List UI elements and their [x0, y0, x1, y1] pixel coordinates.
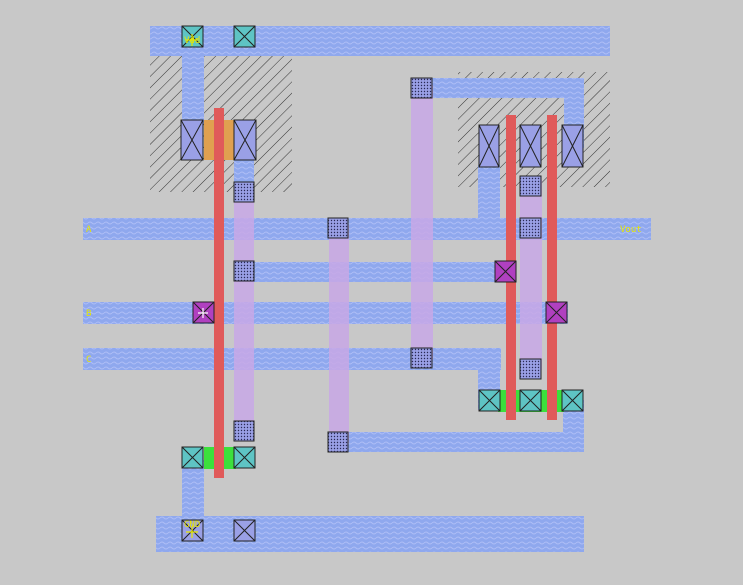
poly-contacts [192, 260, 568, 324]
via-icon[interactable] [233, 420, 255, 442]
contact-icon[interactable] [233, 519, 256, 542]
contacts [180, 25, 584, 542]
contact-icon[interactable] [561, 389, 584, 412]
poly-contact-icon[interactable] [494, 260, 517, 283]
label-net-a: A [86, 225, 92, 235]
internal-wire-bottom[interactable] [330, 432, 584, 452]
net-labels: A B C Vout Vdd GND [86, 36, 642, 530]
contact-icon[interactable] [519, 389, 542, 412]
via-icon[interactable] [519, 358, 542, 380]
vias [233, 77, 542, 453]
gnd-rail[interactable] [156, 516, 584, 552]
vdd-rail[interactable] [150, 26, 610, 56]
contact-icon[interactable] [561, 124, 584, 168]
vdd-drop-left[interactable] [182, 40, 204, 124]
pin-markers [186, 34, 208, 538]
contact-icon[interactable] [478, 389, 501, 412]
contact-icon[interactable] [180, 119, 204, 161]
via-icon[interactable] [410, 77, 433, 99]
pin-cross-icon [186, 526, 198, 538]
via-icon[interactable] [327, 217, 349, 239]
poly-gate-left[interactable] [214, 108, 224, 478]
label-net-b: B [86, 309, 91, 319]
contact-icon[interactable] [181, 446, 204, 469]
top-right-wire[interactable] [412, 78, 584, 98]
label-vdd: Vdd [184, 36, 200, 46]
via-icon[interactable] [233, 260, 255, 282]
label-gnd: GND [184, 520, 200, 530]
right-nmos-out[interactable] [563, 400, 584, 452]
via-icon[interactable] [410, 347, 433, 369]
label-vout: Vout [620, 225, 642, 235]
gnd-rise-left[interactable] [182, 460, 204, 538]
contact-icon[interactable] [233, 119, 257, 161]
pin-cross-icon [186, 34, 198, 46]
poly-contact-icon[interactable] [545, 301, 568, 324]
contact-icon[interactable] [478, 124, 500, 168]
contact-icon[interactable] [233, 25, 256, 48]
net-c-wire[interactable] [83, 348, 501, 370]
metal2-right[interactable] [520, 180, 542, 370]
via-icon[interactable] [327, 431, 349, 453]
label-net-c: C [86, 355, 91, 365]
via-icon[interactable] [519, 217, 542, 239]
metal2-center[interactable] [329, 225, 349, 443]
contact-icon[interactable] [519, 124, 542, 168]
pin-cross-icon [198, 308, 208, 318]
via-icon[interactable] [233, 181, 255, 203]
internal-wire-mid[interactable] [238, 262, 512, 282]
net-a-wire[interactable] [83, 218, 651, 240]
poly-gate-right-2[interactable] [547, 115, 557, 420]
metal2-center-right[interactable] [411, 85, 433, 360]
right-pmos-drop[interactable] [478, 165, 500, 240]
via-icon[interactable] [519, 175, 542, 197]
net-b-wire[interactable] [83, 302, 568, 324]
contact-icon[interactable] [233, 446, 256, 469]
metal2-left[interactable] [234, 190, 254, 440]
